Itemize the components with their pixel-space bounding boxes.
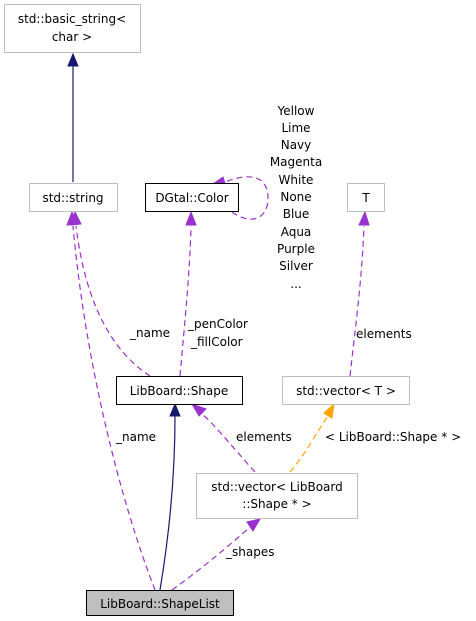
edge-shapelist-to-shape [159, 402, 181, 591]
color-member: ... [290, 277, 301, 291]
edge-shape-to-string [70, 210, 151, 377]
edge-label-elements-t: elements [356, 327, 412, 341]
color-member: Navy [281, 138, 312, 152]
edge-label-template-arg: < LibBoard::Shape * > [325, 430, 461, 444]
node-basic-string-line2: char > [52, 30, 92, 44]
node-vector-t-label: std::vector< T > [296, 384, 396, 398]
edge-label-name-shapelist: _name [115, 430, 156, 444]
node-string-label: std::string [42, 191, 103, 205]
edge-shape-to-color [179, 210, 197, 377]
color-member: None [280, 190, 311, 204]
node-vector-shape-line1: std::vector< LibBoard [211, 480, 343, 494]
edge-label-name-shape: _name [129, 326, 170, 340]
node-vector-shape-line2: ::Shape * > [242, 497, 311, 511]
color-member: Silver [279, 259, 313, 273]
edge-string-to-basic-string [67, 52, 79, 182]
edge-label-pen-color: _penColor [187, 317, 248, 331]
node-t-label: T [361, 191, 370, 205]
color-member: Magenta [270, 155, 322, 169]
node-vector-shape[interactable]: std::vector< LibBoard ::Shape * > [196, 473, 358, 519]
color-member: Purple [277, 242, 315, 256]
node-t[interactable]: T [347, 183, 385, 212]
node-shape-label: LibBoard::Shape [130, 384, 229, 398]
node-shapelist[interactable]: LibBoard::ShapeList [86, 590, 234, 616]
edge-vector-shape-to-shape [190, 403, 256, 473]
edge-label-elements-shape: elements [236, 430, 292, 444]
edge-template-instance [289, 402, 335, 473]
edge-shapelist-to-string [66, 210, 156, 591]
color-member-list: Yellow Lime Navy Magenta White None Blue… [270, 104, 322, 291]
node-shape[interactable]: LibBoard::Shape [116, 376, 243, 405]
node-vector-t[interactable]: std::vector< T > [282, 376, 410, 405]
node-basic-string[interactable]: std::basic_string< char > [4, 4, 141, 53]
node-string[interactable]: std::string [29, 183, 118, 212]
color-member: White [279, 173, 314, 187]
node-color[interactable]: DGtal::Color [145, 183, 239, 212]
edge-shapelist-to-vector-shape [171, 518, 262, 591]
color-member: Aqua [281, 225, 312, 239]
node-color-label: DGtal::Color [155, 191, 228, 205]
edge-label-shapes: _shapes [225, 545, 274, 559]
node-basic-string-line1: std::basic_string< [18, 12, 126, 26]
color-member: Blue [283, 207, 310, 221]
node-shapelist-label: LibBoard::ShapeList [100, 597, 220, 611]
color-member: Lime [281, 121, 310, 135]
edge-label-fill-color: _fillColor [190, 335, 243, 349]
color-member: Yellow [277, 104, 315, 118]
edge-vector-t-to-t [349, 210, 370, 377]
